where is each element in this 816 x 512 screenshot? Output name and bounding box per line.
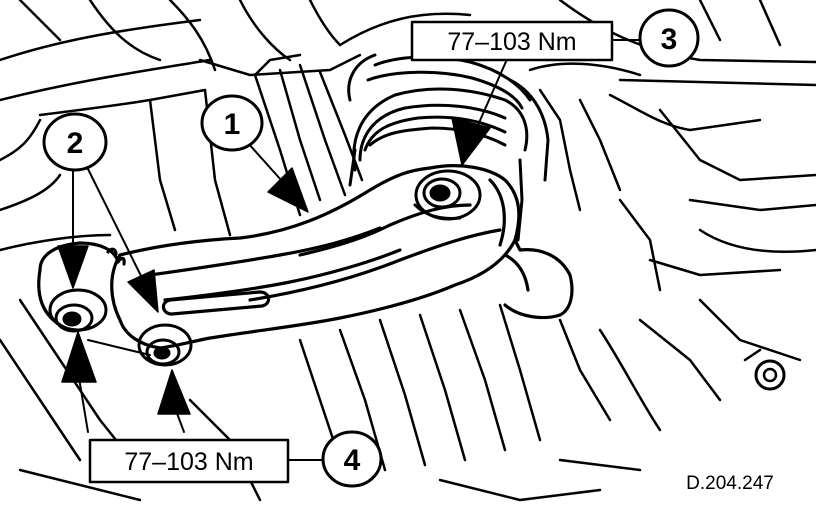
reference-code: D.204.247 bbox=[686, 473, 774, 494]
arrow-1 bbox=[267, 167, 309, 213]
support-bracket bbox=[37, 164, 574, 350]
arrow-3 bbox=[451, 117, 491, 166]
bolt-left bbox=[48, 288, 108, 333]
callout-circles bbox=[42, 8, 700, 488]
bolts bbox=[48, 169, 482, 367]
bolt-middle bbox=[137, 323, 193, 367]
arrow-2a bbox=[57, 245, 89, 289]
arrow-2b bbox=[127, 269, 159, 313]
bolt-top bbox=[413, 169, 482, 221]
arrow-4b bbox=[157, 369, 191, 415]
callout-1-circle bbox=[200, 94, 264, 152]
torque-top-box bbox=[410, 20, 614, 62]
callout-4-circle bbox=[321, 430, 383, 488]
torque-bottom-label: 77–103 Nm bbox=[124, 448, 253, 476]
callout-3-label: 3 bbox=[661, 23, 678, 56]
torque-top-label: 77–103 Nm bbox=[447, 28, 576, 56]
torque-boxes bbox=[88, 20, 614, 484]
arrow-4a bbox=[61, 331, 97, 383]
arrowheads bbox=[57, 117, 491, 415]
callout-2-label: 2 bbox=[67, 127, 84, 160]
callout-1-label: 1 bbox=[224, 108, 241, 141]
callout-2-circle bbox=[42, 112, 108, 172]
callout-4-label: 4 bbox=[344, 444, 361, 477]
leader-lines bbox=[72, 39, 643, 461]
callout-3-circle bbox=[638, 8, 700, 68]
torque-bottom-box bbox=[88, 438, 290, 484]
